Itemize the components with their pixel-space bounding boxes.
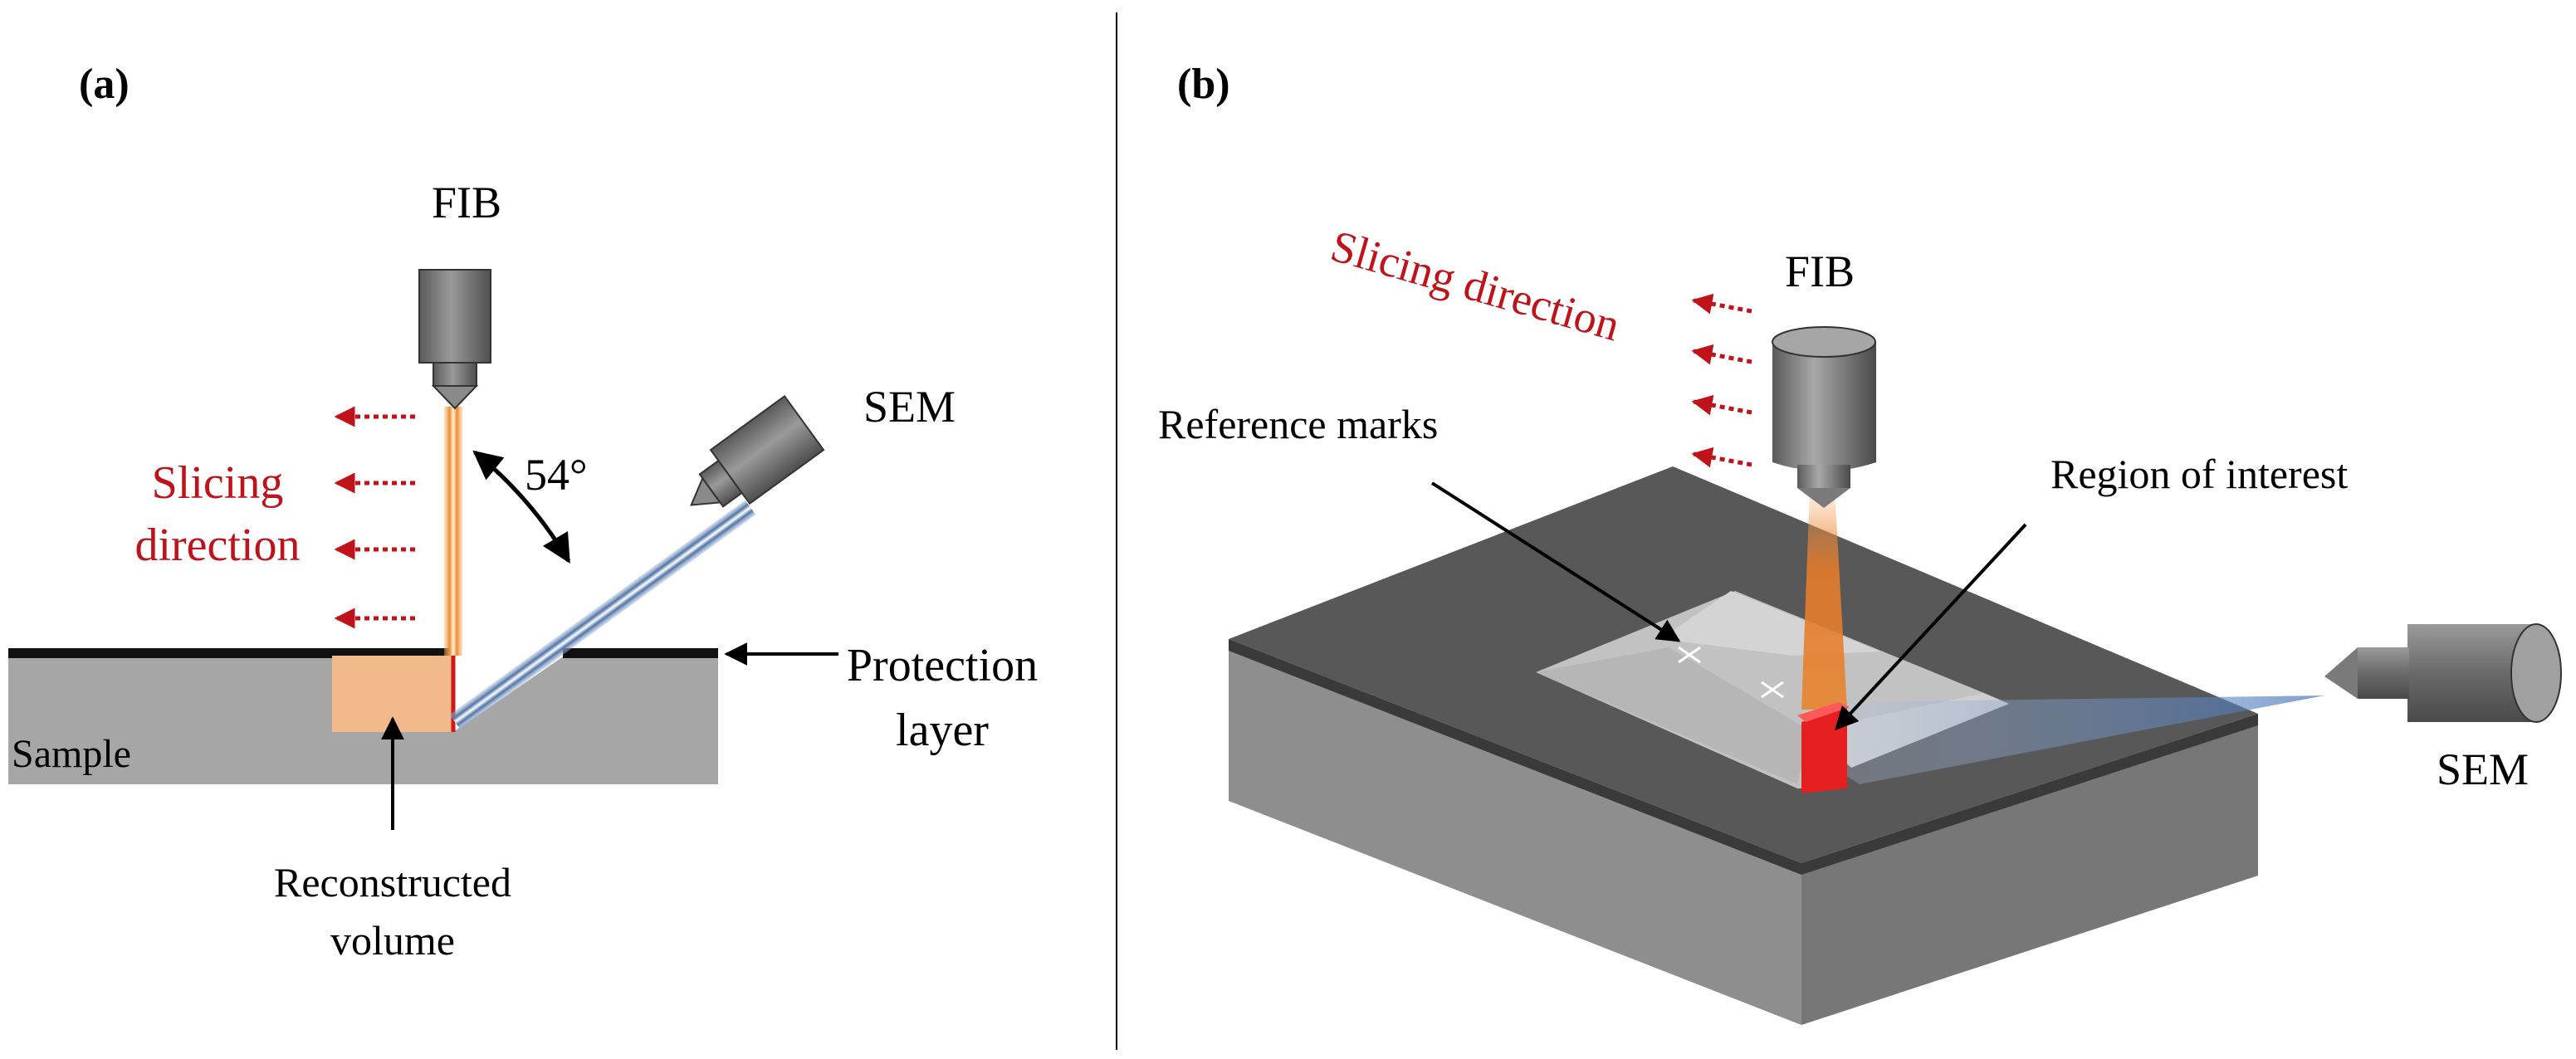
angle-label: 54° [525,450,588,500]
angle-arc [472,450,571,564]
sem-beam [449,500,756,730]
block-left-face [1229,639,1801,1025]
sem-label-b: SEM [2437,744,2529,794]
slicing-label-a-line1: Slicing [152,457,284,509]
roi-arrow [1835,523,2027,731]
protection-layer-right [563,648,718,658]
block-protection-edge-right [1801,714,2258,875]
sample-label: Sample [12,732,131,776]
slicing-label-b: Slicing direction [1326,221,1625,350]
sem-cone-b [1826,695,2324,784]
reconstructed-label-line1: Reconstructed [274,859,511,905]
protection-label-line2: layer [896,705,989,756]
sem-label-a: SEM [863,382,956,432]
trench-lower-floor [1536,647,1810,784]
block-right-face [1801,714,2258,1025]
sample-block [8,656,718,784]
fib-cone-b [1801,490,1847,710]
roi-label: Region of interest [2051,451,2348,497]
protection-label-line1: Protection [847,640,1038,691]
slicing-label-a-line2: direction [134,520,300,571]
sem-gun-b [2324,623,2562,723]
fib-gun-a [418,269,491,410]
slicing-arrows-a [334,406,415,629]
reference-label: Reference marks [1158,401,1438,447]
slicing-arrows-b [1691,293,1752,468]
block-protection-edge-left [1229,639,1801,875]
panel-a-label: (a) [79,61,130,108]
sem-gun-a [690,395,825,508]
fib-beam [444,407,462,656]
fib-label-a: FIB [432,178,501,227]
reconstructed-label-line2: volume [330,917,455,964]
panel-b: (b) [1158,61,2562,1025]
trench-floor [1536,591,1984,788]
reference-marks [1678,646,1784,699]
fib-gun-b [1772,326,1876,508]
reference-arrow [1430,481,1681,642]
panel-a: (a) FIB SEM 54° [8,61,1038,964]
panel-b-label: (b) [1177,61,1230,108]
fib-label-b: FIB [1785,246,1855,296]
